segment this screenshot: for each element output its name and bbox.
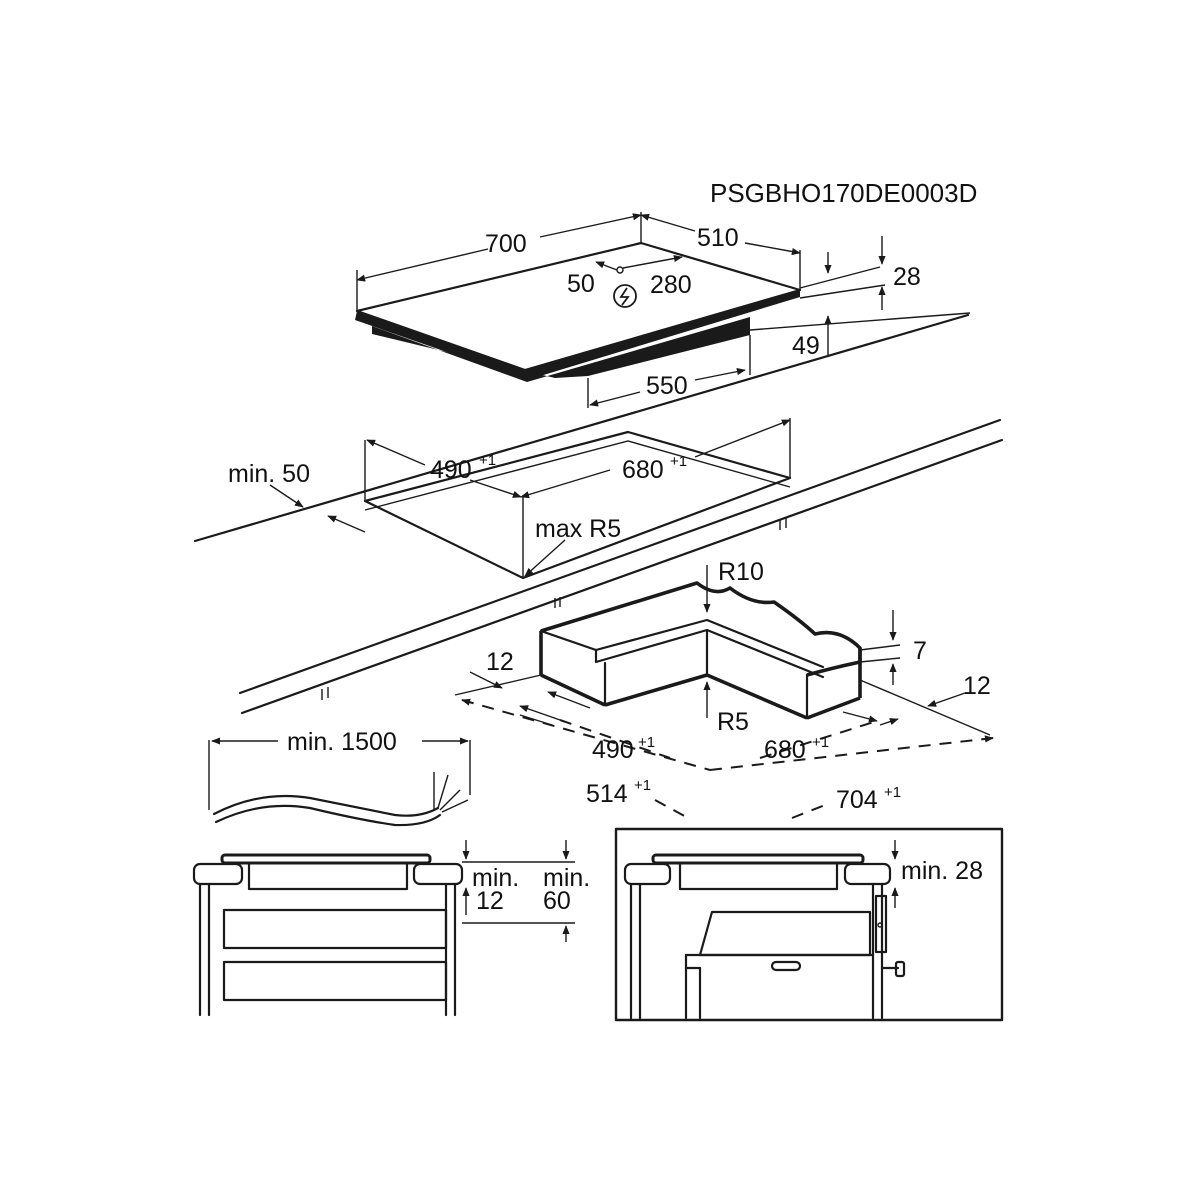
oven-gap-label: min. 28 <box>901 857 983 885</box>
frame-outer-depth-label: 514 <box>586 780 628 808</box>
hob-width-label: 700 <box>485 230 527 258</box>
hob-drawing <box>355 212 971 408</box>
gap-min-label: min. <box>472 864 519 892</box>
cable-drawing <box>208 737 471 827</box>
frame-inner-radius-label: R5 <box>717 708 749 736</box>
hob-height-label: 28 <box>893 263 921 291</box>
cable-entry-icon <box>616 266 624 274</box>
drawer-cabinet-drawing <box>192 840 575 1017</box>
cable-length-label: min. 1500 <box>287 728 397 756</box>
frame-border-right-label: 12 <box>963 672 991 700</box>
document-code: PSGBHO170DE0003D <box>710 178 977 208</box>
hob-depth-label: 510 <box>697 224 739 252</box>
frame-outer-width-tolerance: +1 <box>884 784 901 801</box>
frame-outer-radius-label: R10 <box>718 558 764 586</box>
frame-border-left-label: 12 <box>486 648 514 676</box>
oven-cabinet-drawing <box>614 827 1004 1022</box>
space-min-label: min. <box>543 864 590 892</box>
frame-outer-depth-tolerance: +1 <box>634 777 651 794</box>
cutout-edge-distance-label: min. 50 <box>228 460 310 488</box>
frame-drawing <box>454 565 994 819</box>
cable-y-label: 280 <box>650 271 692 299</box>
frame-outer-width-label: 704 <box>836 786 878 814</box>
cutout-depth-tolerance: +1 <box>479 452 496 469</box>
frame-inner-depth-tolerance: +1 <box>638 734 655 751</box>
lightning-circle-icon <box>613 284 637 308</box>
frame-inner-width-label: 680 <box>764 736 806 764</box>
frame-height-label: 7 <box>913 637 927 665</box>
frame-inner-depth-label: 490 <box>592 736 634 764</box>
frame-inner-width-tolerance: +1 <box>812 734 829 751</box>
cutout-width-label: 680 <box>622 456 664 484</box>
corner-radius-label: max R5 <box>535 515 621 543</box>
worktop-drawing <box>193 313 1004 715</box>
space-value-label: 60 <box>543 887 571 915</box>
cutout-width-tolerance: +1 <box>670 453 687 470</box>
cutout-depth-label: 490 <box>430 456 472 484</box>
cable-x-label: 50 <box>567 270 595 298</box>
box-width-label: 550 <box>646 372 688 400</box>
box-height-label: 49 <box>792 332 820 360</box>
gap-value-label: 12 <box>476 887 504 915</box>
